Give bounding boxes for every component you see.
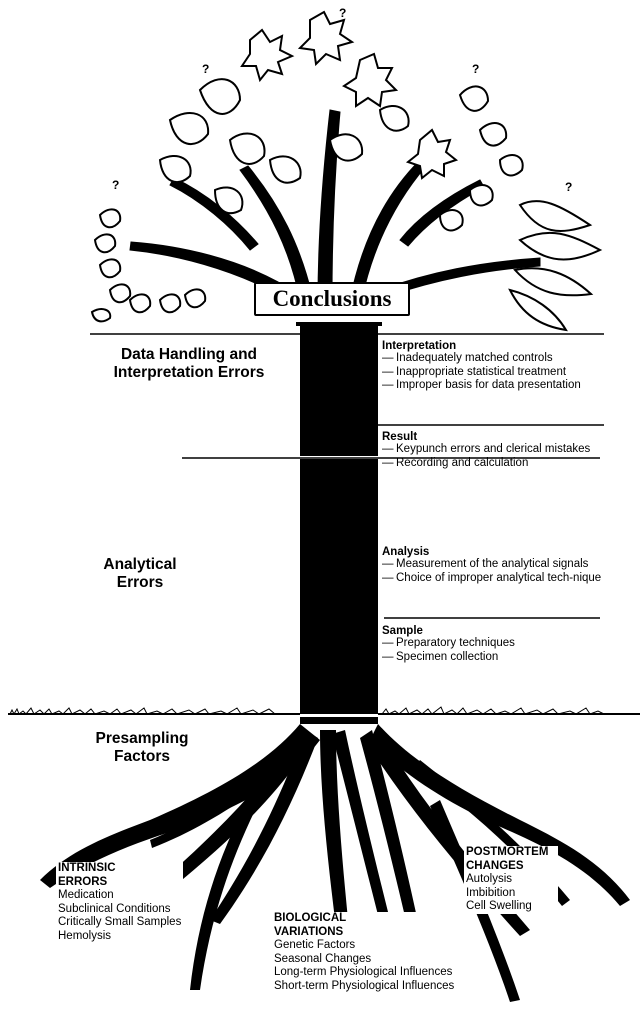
list-item: Improper basis for data presentation: [396, 379, 581, 391]
branch-interpretation: Interpretation —Inadequately matched con…: [382, 340, 581, 393]
question-mark: ?: [565, 180, 572, 194]
list-item: Medication: [58, 889, 181, 903]
trunk: [300, 326, 378, 724]
section-data-handling: Data Handling and Interpretation Errors: [96, 346, 282, 382]
list-item: Autolysis: [466, 873, 556, 887]
question-mark: ?: [112, 178, 119, 192]
root-postmortem-changes: POSTMORTEM CHANGES Autolysis Imbibition …: [464, 846, 558, 914]
root-heading: POSTMORTEM CHANGES: [466, 846, 556, 873]
list-item: Hemolysis: [58, 930, 181, 944]
list-item: Imbibition: [466, 887, 556, 901]
list-item: Preparatory techniques: [396, 637, 515, 649]
list-item: Cell Swelling: [466, 900, 556, 914]
root-biological-variations: BIOLOGICAL VARIATIONS Genetic Factors Se…: [272, 912, 456, 993]
branch-heading: Interpretation: [382, 340, 581, 352]
list-item: Inadequately matched controls: [396, 352, 553, 364]
list-item: Long-term Physiological Influences: [274, 966, 454, 980]
list-item: Short-term Physiological Influences: [274, 980, 454, 994]
list-item: Specimen collection: [396, 651, 498, 663]
list-item: Subclinical Conditions: [58, 903, 181, 917]
branch-sample: Sample —Preparatory techniques —Specimen…: [382, 625, 515, 664]
question-mark: ?: [472, 62, 479, 76]
list-item: Genetic Factors: [274, 939, 454, 953]
list-item: Inappropriate statistical treatment: [396, 366, 566, 378]
list-item: Measurement of the analytical signals: [396, 558, 588, 570]
conclusions-label: Conclusions: [254, 282, 410, 316]
branch-heading: Result: [382, 431, 590, 443]
list-item: Seasonal Changes: [274, 953, 454, 967]
branch-result: Result —Keypunch errors and clerical mis…: [382, 431, 590, 470]
list-item: Recording and calculation: [396, 457, 528, 469]
root-intrinsic-errors: INTRINSIC ERRORS Medication Subclinical …: [56, 862, 183, 943]
list-item: Critically Small Samples: [58, 916, 181, 930]
section-presampling: Presampling Factors: [92, 730, 192, 766]
question-mark: ?: [339, 6, 346, 20]
branch-heading: Analysis: [382, 546, 602, 558]
root-heading: INTRINSIC ERRORS: [58, 862, 118, 889]
question-mark: ?: [202, 62, 209, 76]
root-heading: BIOLOGICAL VARIATIONS: [274, 912, 370, 939]
list-item: Choice of improper analytical tech-nique: [396, 572, 601, 584]
list-item: Keypunch errors and clerical mistakes: [396, 443, 590, 455]
branch-analysis: Analysis —Measurement of the analytical …: [382, 546, 602, 585]
branch-heading: Sample: [382, 625, 515, 637]
section-analytical: Analytical Errors: [90, 556, 190, 592]
